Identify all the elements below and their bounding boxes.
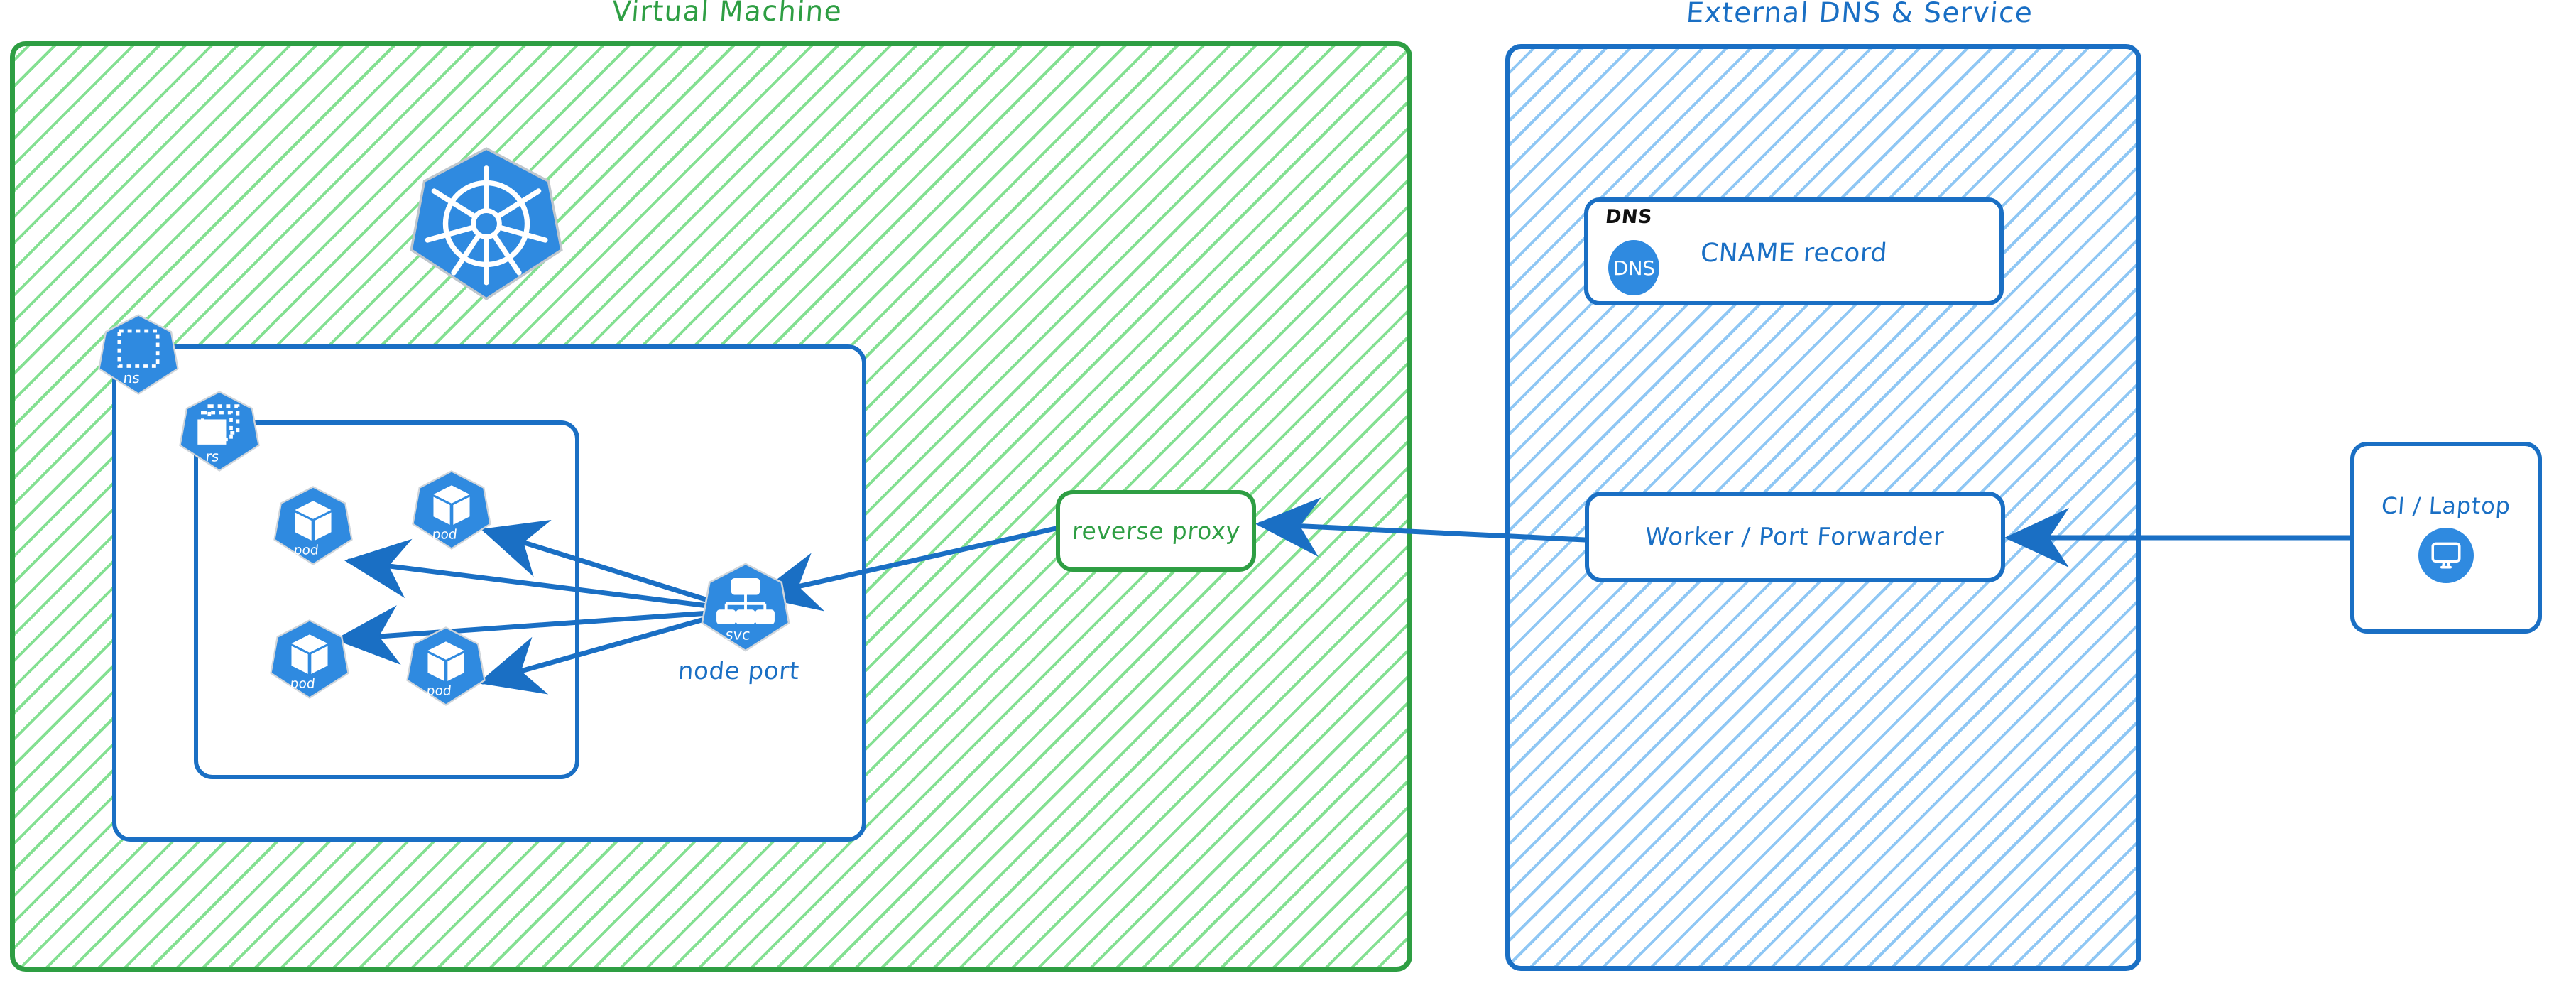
replicaset-badge-label: rs xyxy=(204,448,219,465)
pod-label: pod xyxy=(426,684,452,699)
pod-label: pod xyxy=(432,528,458,543)
worker-port-forwarder-label: Worker / Port Forwarder xyxy=(1644,523,1945,551)
pod-node-1[interactable]: pod xyxy=(272,484,354,567)
node-port-caption: node port xyxy=(677,657,801,685)
pod-label: pod xyxy=(293,543,320,558)
dns-card-tag: DNS xyxy=(1604,206,1654,228)
ci-laptop-label: CI / Laptop xyxy=(2380,492,2512,519)
dns-record-card[interactable]: DNS DNS CNAME record xyxy=(1584,197,2004,305)
panel-title-virtual-machine: Virtual Machine xyxy=(611,0,844,28)
desktop-monitor-icon xyxy=(2418,528,2474,583)
service-badge-label: svc xyxy=(725,626,751,643)
reverse-proxy-label: reverse proxy xyxy=(1071,517,1241,545)
ci-laptop-box[interactable]: CI / Laptop xyxy=(2350,442,2542,634)
pod-label: pod xyxy=(290,677,316,692)
cname-record-label: CNAME record xyxy=(1699,239,1889,268)
reverse-proxy-box[interactable]: reverse proxy xyxy=(1056,490,1256,572)
pod-node-4[interactable]: pod xyxy=(405,625,487,707)
worker-port-forwarder-box[interactable]: Worker / Port Forwarder xyxy=(1585,492,2005,582)
replicaset-container xyxy=(194,420,579,779)
pod-node-3[interactable]: pod xyxy=(268,618,351,700)
namespace-badge[interactable]: ns xyxy=(97,313,180,396)
namespace-badge-label: ns xyxy=(122,369,141,386)
panel-title-external-dns-service: External DNS & Service xyxy=(1685,0,2034,29)
kubernetes-logo xyxy=(405,142,568,305)
dns-circle-icon: DNS xyxy=(1608,240,1659,295)
replicaset-badge[interactable]: rs xyxy=(178,389,261,473)
service-node[interactable]: svc xyxy=(699,561,792,653)
pod-node-2[interactable]: pod xyxy=(410,469,493,551)
